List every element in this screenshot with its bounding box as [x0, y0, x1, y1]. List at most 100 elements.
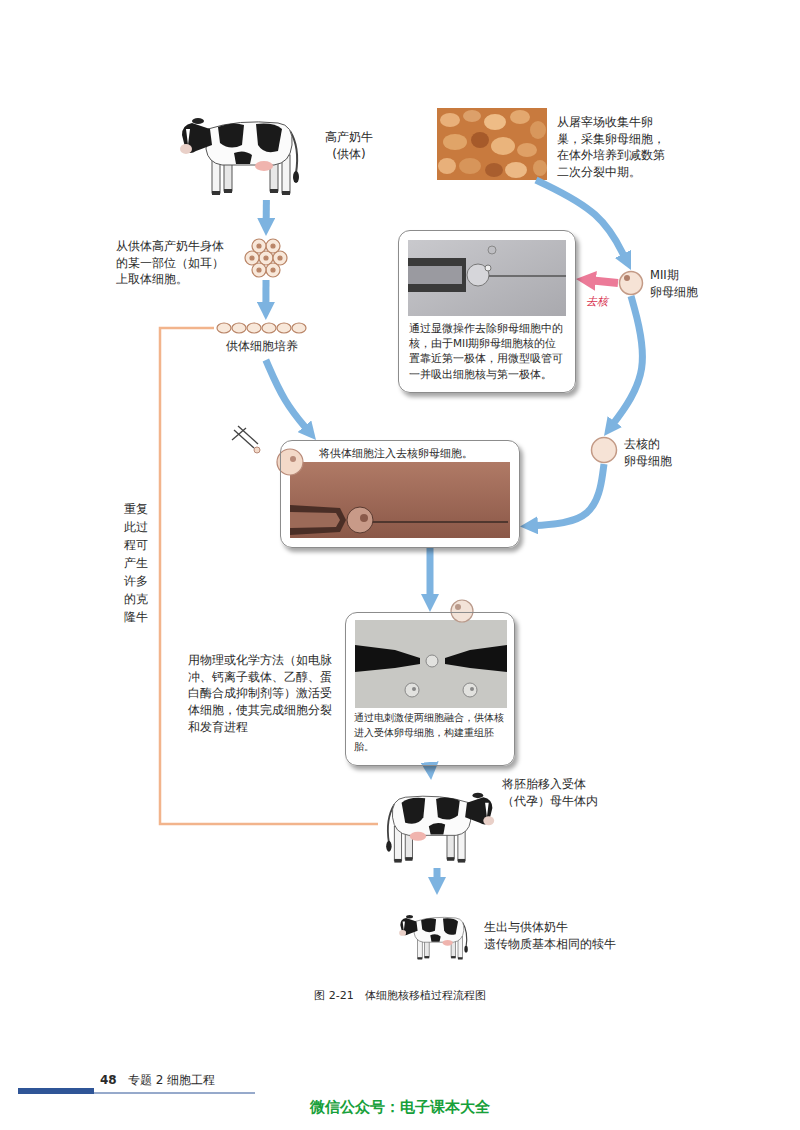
watermark: 微信公众号：电子课本大全: [200, 1097, 600, 1119]
injection-photo: [234, 430, 254, 448]
enucleation-photo: [408, 258, 466, 292]
ovary-photo: [491, 137, 515, 155]
cloned-calf: 生出与供体奶牛 遗传物质基本相同的犊牛: [398, 895, 473, 975]
somatic-cell-cluster: [271, 268, 275, 272]
node-text: MII期 卵母细胞: [650, 267, 708, 300]
injection-photo: [238, 426, 258, 444]
cell-culture: 供体细胞培养: [214, 320, 310, 360]
fusion-photo: [451, 600, 473, 622]
recipient-cow: 将胚胎移入受体 （代孕）母牛体内: [378, 780, 496, 868]
fusion-photo: [426, 655, 438, 667]
node-text: 从供体高产奶牛身体的某一部位（如耳）上取体细胞。: [116, 238, 230, 288]
injection-photo: [232, 426, 510, 538]
cell-outline: [590, 436, 618, 464]
injection-photo: [290, 456, 296, 462]
enucleated-oocyte: 去核的 卵母细胞: [590, 436, 618, 464]
ovary-photo: [530, 121, 546, 139]
cow-picture: [386, 793, 494, 863]
footer-bar: [18, 1088, 255, 1094]
injection-photo: [254, 447, 260, 453]
cell-culture-row: [247, 323, 261, 333]
fusion-photo: [455, 604, 461, 610]
cow-picture: [399, 915, 468, 959]
somatic-cell-cluster: [266, 239, 280, 253]
flow-arrow: [263, 200, 270, 225]
footer-bar: [94, 1093, 255, 1094]
enucleation-photo: [489, 275, 566, 277]
edge-label: 去核: [584, 295, 610, 309]
cell-culture-row: [292, 323, 306, 333]
ovary-photo: [463, 110, 481, 122]
injection-panel: 将供体细胞注入去核卵母细胞。: [280, 440, 520, 548]
cow-picture: [180, 118, 299, 195]
somatic-cell-cluster: [252, 263, 266, 277]
node-text: 供体细胞培养: [214, 338, 310, 355]
fusion-photo: [463, 683, 477, 697]
node-text: 将胚胎移入受体 （代孕）母牛体内: [502, 776, 608, 809]
somatic-cell-cluster: [252, 239, 266, 253]
somatic-cell-cluster: [257, 268, 261, 272]
flow-arrow: [262, 280, 269, 309]
enucleation-photo: [408, 240, 566, 316]
injection-photo: [373, 521, 508, 523]
oocyte-nucleus: [624, 275, 630, 281]
ovary-photo: [533, 160, 547, 176]
flow-arrow: [531, 464, 604, 526]
somatic-cell-cluster: [250, 256, 254, 260]
fusion-photo: [405, 683, 419, 697]
fusion-photo: [355, 620, 507, 708]
somatic-cells: 从供体高产奶牛身体的某一部位（如耳）上取体细胞。: [244, 236, 288, 280]
ovary-photo: [459, 158, 481, 174]
cell-outline: [618, 270, 644, 296]
node-text: 高产奶牛 (供体): [318, 129, 380, 164]
somatic-cell-cluster: [245, 239, 287, 277]
ovary-photo: [437, 108, 547, 180]
ovary-photo: [485, 163, 503, 177]
flow-arrow: [427, 548, 434, 601]
cell-culture-row: [262, 323, 276, 333]
node-text: 将供体细胞注入去核卵母细胞。: [319, 446, 513, 461]
fusion-photo: [470, 687, 474, 691]
enucleation-photo: [408, 240, 566, 316]
flow-arrow: [266, 360, 309, 432]
page-number: 48: [100, 1072, 117, 1089]
ovary-photo: [484, 114, 506, 130]
cow-picture: [386, 793, 494, 863]
oocyte-circle: [592, 438, 617, 463]
node-text: 通过电刺激使两细胞融合，供体核进入受体卵母细胞，构建重组胚胎。: [354, 711, 508, 755]
injection-photo: [290, 505, 346, 535]
cell-culture-row: [217, 323, 231, 333]
activation-note: 用物理或化学方法（如电脉冲、钙离子载体、乙醇、蛋白酶合成抑制剂等）激活受体细胞，…: [188, 652, 338, 735]
mii-oocyte: MII期 卵母细胞: [618, 270, 644, 296]
somatic-cell-cluster: [257, 244, 261, 248]
fusion-photo: [445, 645, 507, 672]
ovary-photo: [443, 134, 467, 150]
ovary-photo: [440, 113, 460, 127]
ovary-photo: [510, 110, 530, 124]
node-text: 通过显微操作去除卵母细胞中的核，由于MII期卵母细胞核的位置靠近第一极体，用微型…: [409, 321, 567, 382]
ovary-photo: [517, 143, 537, 157]
node-text: 从屠宰场收集牛卵巢，采集卵母细胞，在体外培养到减数第二次分裂中期。: [557, 114, 675, 181]
enucleation-panel: 通过显微操作去除卵母细胞中的核，由于MII期卵母细胞核的位置靠近第一极体，用微型…: [398, 230, 576, 393]
cell-culture-row: [232, 323, 246, 333]
somatic-cell-cluster: [278, 256, 282, 260]
enucleation-photo: [488, 246, 496, 254]
flow-arrow: [588, 280, 618, 283]
oocyte-circle: [620, 272, 643, 295]
figure-caption: 图 2-21 体细胞核移植过程流程图: [200, 988, 600, 1004]
ovary-photo: [471, 132, 489, 148]
somatic-cell-cluster: [266, 263, 280, 277]
fusion-photo: [355, 600, 507, 708]
ovary-photo: [438, 158, 456, 174]
fusion-panel: 通过电刺激使两细胞融合，供体核进入受体卵母细胞，构建重组胚胎。: [345, 612, 515, 766]
donor-cow: 高产奶牛 (供体): [178, 105, 308, 200]
fusion-photo: [355, 645, 420, 672]
somatic-cell-cluster: [271, 244, 275, 248]
fusion-photo: [412, 687, 416, 691]
ovary-photo-node: 从屠宰场收集牛卵巢，采集卵母细胞，在体外培养到减数第二次分裂中期。: [437, 108, 547, 180]
repeat-note: 重复此过程可产生许多的克隆牛: [124, 500, 149, 626]
ovary-photo: [505, 162, 527, 178]
